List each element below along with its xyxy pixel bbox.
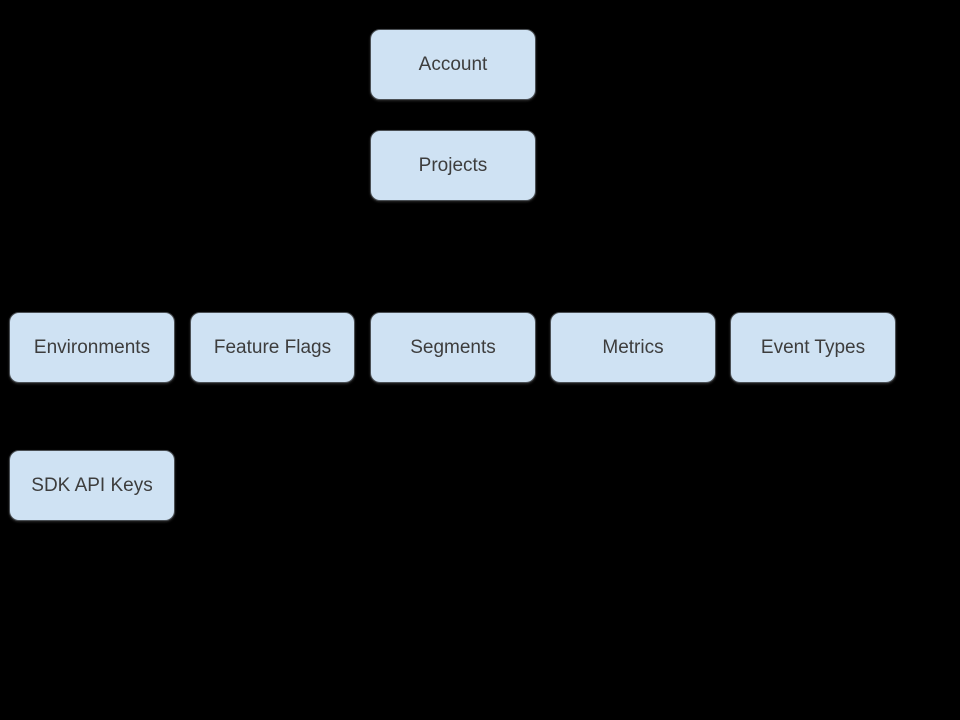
node-projects: Projects bbox=[370, 130, 536, 201]
node-sdk-api-keys: SDK API Keys bbox=[9, 450, 175, 521]
node-environments: Environments bbox=[9, 312, 175, 383]
node-segments: Segments bbox=[370, 312, 536, 383]
node-feature-flags: Feature Flags bbox=[190, 312, 355, 383]
node-event-types: Event Types bbox=[730, 312, 896, 383]
node-account: Account bbox=[370, 29, 536, 100]
node-metrics: Metrics bbox=[550, 312, 716, 383]
